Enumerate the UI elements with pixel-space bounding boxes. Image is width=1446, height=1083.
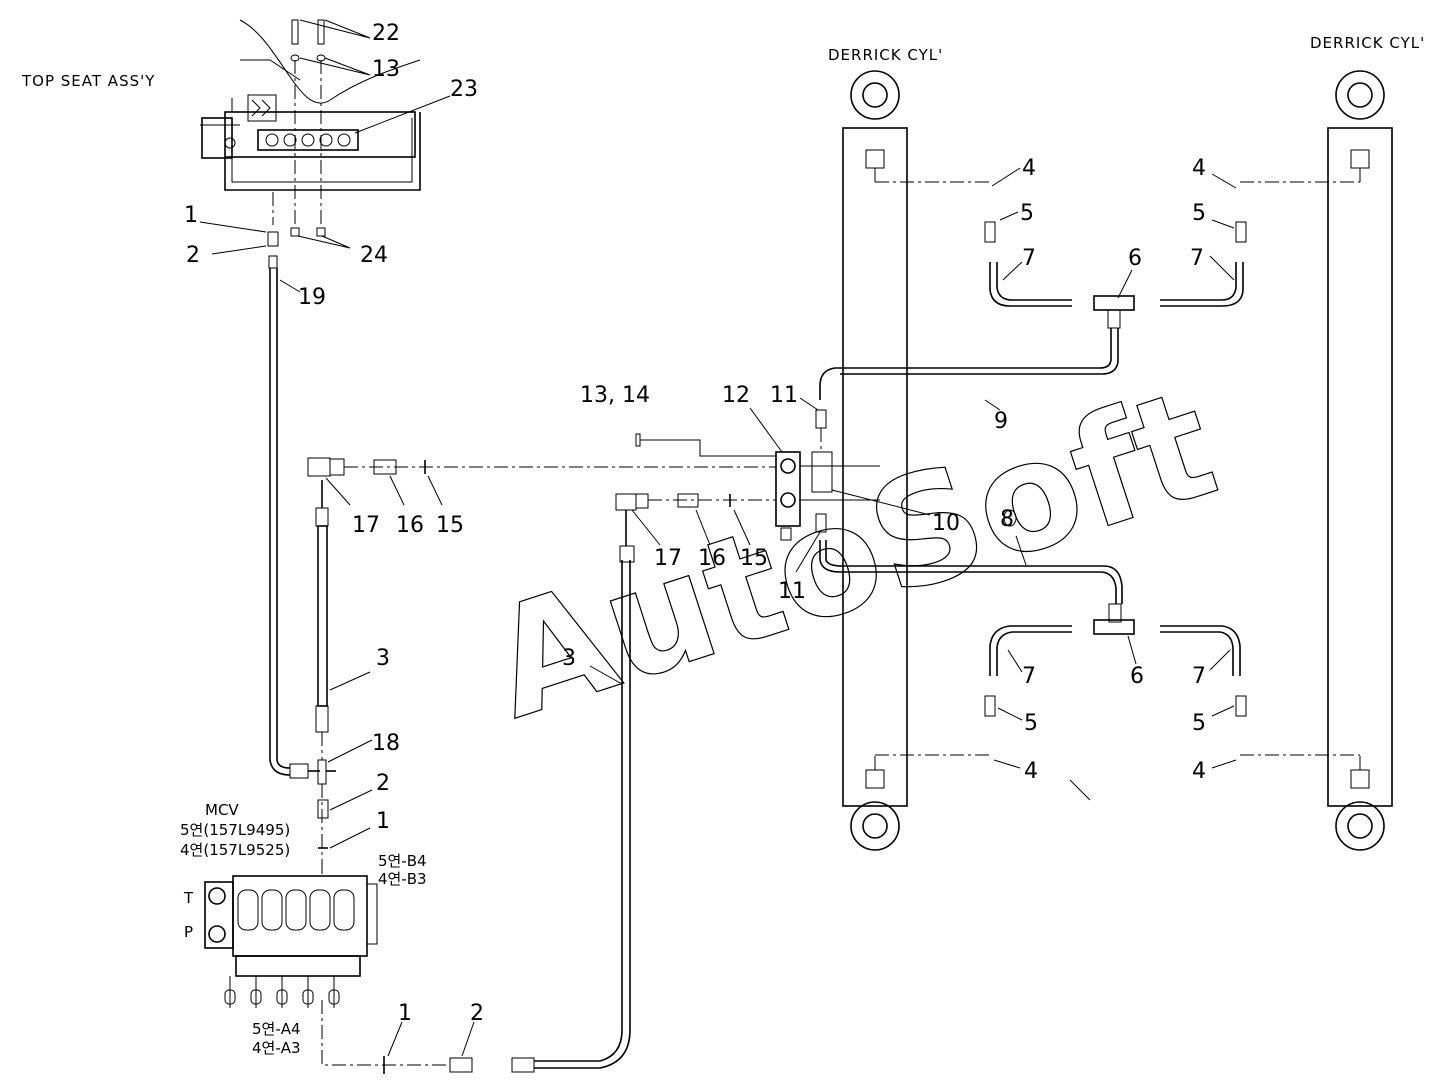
- callout-1c: 1: [398, 1001, 412, 1026]
- callout-16b: 16: [698, 546, 726, 571]
- callout-2: 2: [186, 243, 200, 268]
- callout-7c: 7: [1022, 664, 1036, 689]
- callout-4d: 4: [1192, 759, 1206, 784]
- port-t: T: [183, 889, 194, 907]
- callout-8: 8: [1000, 507, 1014, 532]
- derrick-cylinder-left: [842, 70, 990, 851]
- callout-11: 11: [770, 383, 798, 408]
- callout-2c: 2: [470, 1001, 484, 1026]
- callout-10: 10: [932, 511, 960, 536]
- callout-11b: 11: [778, 579, 806, 604]
- callout-12: 12: [722, 383, 750, 408]
- callout-7b: 7: [1190, 246, 1204, 271]
- callout-19: 19: [298, 285, 326, 310]
- callout-13: 13: [372, 57, 400, 82]
- port-b-4: 4연-B3: [378, 870, 427, 888]
- callout-4b: 4: [1192, 156, 1206, 181]
- callout-18: 18: [372, 731, 400, 756]
- callout-2b: 2: [376, 771, 390, 796]
- callout-17b: 17: [654, 546, 682, 571]
- leader-lines: [199, 19, 1237, 1057]
- callout-13-14: 13, 14: [580, 383, 650, 408]
- hose-3-right: [511, 493, 776, 1073]
- callout-3b: 3: [562, 646, 576, 671]
- callout-15b: 15: [740, 546, 768, 571]
- title-derrick-right: DERRICK CYL': [1310, 34, 1425, 52]
- title-top-seat: TOP SEAT ASS'Y: [21, 72, 155, 90]
- left-hose-line: [267, 192, 336, 860]
- callout-5d: 5: [1192, 711, 1206, 736]
- callout-23: 23: [450, 77, 478, 102]
- hose-3-left: [307, 457, 776, 760]
- mcv-valve: [204, 860, 473, 1074]
- callout-4a: 4: [1022, 156, 1036, 181]
- port-p: P: [184, 923, 193, 941]
- callout-22: 22: [372, 21, 400, 46]
- callout-5b: 5: [1192, 201, 1206, 226]
- callout-1b: 1: [376, 809, 390, 834]
- callout-7a: 7: [1022, 246, 1036, 271]
- callout-6a: 6: [1128, 246, 1142, 271]
- upper-tube-network: [819, 221, 1247, 400]
- watermark-text: AutoSoft: [471, 357, 1234, 753]
- callout-4c: 4: [1024, 759, 1038, 784]
- title-mcv: MCV: [205, 801, 239, 819]
- lower-tube-network: [819, 509, 1247, 717]
- callout-9: 9: [994, 409, 1008, 434]
- callout-labels: 22 13 23 1 2 24 19 17 16 15 3 18 2 1 1 2…: [184, 21, 1206, 1026]
- title-derrick-left: DERRICK CYL': [828, 46, 943, 64]
- callout-15: 15: [436, 513, 464, 538]
- callout-24: 24: [360, 243, 388, 268]
- mcv-model-4: 4연(157L9525): [180, 841, 290, 859]
- callout-1: 1: [184, 203, 198, 228]
- top-seat-assembly: [200, 19, 421, 237]
- port-a-5: 5연-A4: [252, 1020, 301, 1038]
- mcv-model-5: 5연(157L9495): [180, 821, 290, 839]
- callout-16: 16: [396, 513, 424, 538]
- callout-17: 17: [352, 513, 380, 538]
- callout-7d: 7: [1192, 664, 1206, 689]
- manifold-block: [635, 409, 880, 541]
- port-b-5: 5연-B4: [378, 852, 427, 870]
- callout-6b: 6: [1130, 664, 1144, 689]
- callout-3: 3: [376, 646, 390, 671]
- callout-5c: 5: [1024, 711, 1038, 736]
- port-a-4: 4연-A3: [252, 1039, 301, 1057]
- derrick-cylinder-right: [1240, 70, 1393, 851]
- callout-5a: 5: [1020, 201, 1034, 226]
